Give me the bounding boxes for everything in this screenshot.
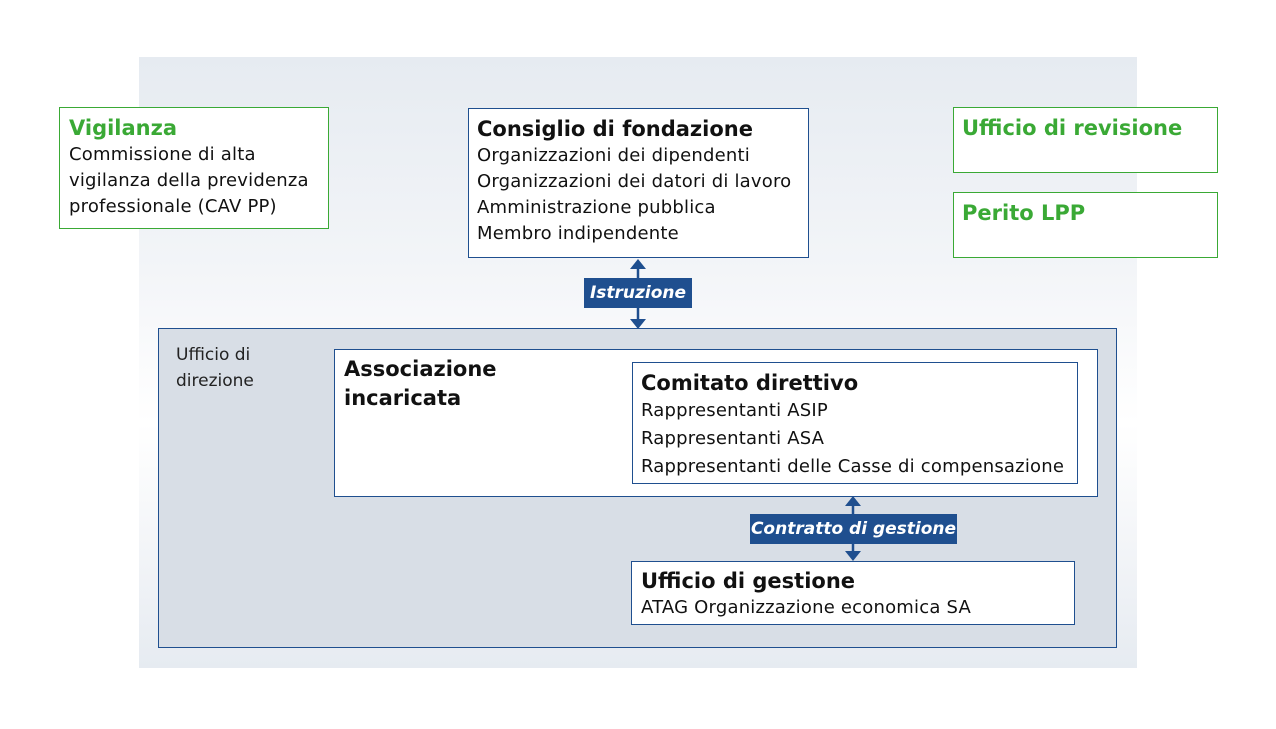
direzione-label: Ufficio di bbox=[176, 345, 251, 365]
comitato-line: Rappresentanti ASIP bbox=[641, 400, 828, 421]
perito-box: Perito LPP bbox=[953, 192, 1218, 258]
comitato-title: Comitato direttivo bbox=[641, 371, 859, 395]
perito-title: Perito LPP bbox=[962, 201, 1086, 225]
istruzione-arrow-up bbox=[630, 259, 646, 269]
comitato-line: Rappresentanti ASA bbox=[641, 428, 825, 449]
gestione-box: Ufficio di gestione ATAG Organizzazione … bbox=[631, 561, 1075, 625]
consiglio-line: Amministrazione pubblica bbox=[477, 197, 716, 218]
contratto-arrow-down bbox=[845, 551, 861, 561]
vigilanza-box: Vigilanza Commissione di alta vigilanza … bbox=[59, 107, 329, 229]
comitato-box: Comitato direttivo Rappresentanti ASIP R… bbox=[632, 362, 1078, 484]
gestione-line: ATAG Organizzazione economica SA bbox=[641, 597, 971, 618]
istruzione-arrow-down bbox=[630, 319, 646, 329]
vigilanza-line: professionale (CAV PP) bbox=[69, 196, 277, 217]
vigilanza-line: vigilanza della previdenza bbox=[69, 170, 309, 191]
consiglio-title: Consiglio di fondazione bbox=[477, 117, 753, 141]
vigilanza-line: Commissione di alta bbox=[69, 144, 256, 165]
istruzione-label: Istruzione bbox=[584, 278, 692, 308]
comitato-line: Rappresentanti delle Casse di compensazi… bbox=[641, 456, 1065, 477]
contratto-arrow-up bbox=[845, 496, 861, 506]
associazione-title: Associazione bbox=[344, 357, 497, 381]
revisione-box: Ufficio di revisione bbox=[953, 107, 1218, 173]
consiglio-line: Membro indipendente bbox=[477, 223, 679, 244]
direzione-label: direzione bbox=[176, 371, 254, 391]
vigilanza-title: Vigilanza bbox=[69, 116, 178, 140]
consiglio-line: Organizzazioni dei datori di lavoro bbox=[477, 171, 792, 192]
gestione-title: Ufficio di gestione bbox=[641, 569, 856, 593]
revisione-title: Ufficio di revisione bbox=[962, 116, 1183, 140]
consiglio-line: Organizzazioni dei dipendenti bbox=[477, 145, 750, 166]
associazione-title: incaricata bbox=[344, 386, 462, 410]
contratto-label: Contratto di gestione bbox=[750, 514, 957, 544]
consiglio-box: Consiglio di fondazione Organizzazioni d… bbox=[468, 108, 809, 258]
